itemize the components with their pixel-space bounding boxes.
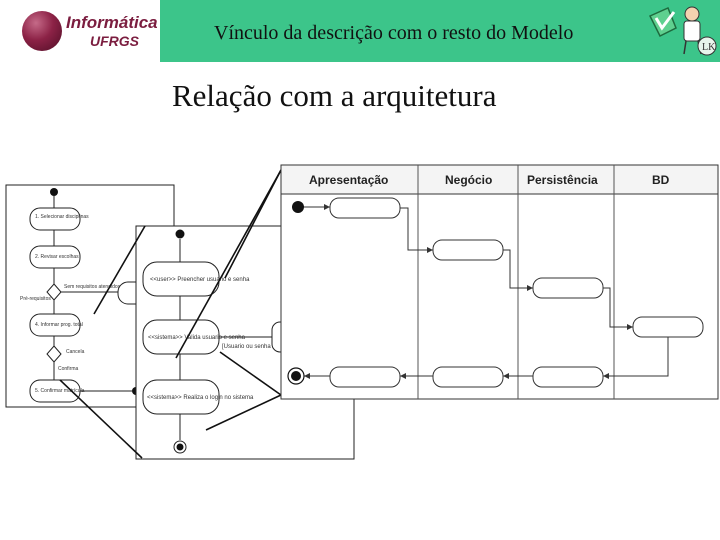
end-node — [176, 443, 184, 451]
a2-node-3: <<sistema>> Realiza o login no sistema — [147, 395, 254, 401]
activity-business-2 — [432, 366, 504, 388]
architecture-diagram: 1. Selecionar disciplinas 2. Revisar esc… — [5, 164, 719, 460]
start-node — [292, 201, 304, 213]
lane-persistencia: Persistência — [527, 173, 598, 187]
start-node — [50, 188, 58, 196]
a1-node-1: 1. Selecionar disciplinas — [35, 214, 89, 220]
a1-node-2: 2. Revisar escolhas — [35, 254, 79, 260]
a1-node-3: 4. Informar prog. total — [35, 322, 83, 328]
a1-label-1: Sem requisitos atendidos — [64, 284, 121, 290]
activity-presentation-2 — [329, 366, 401, 388]
activity-persistence-2 — [532, 366, 604, 388]
mascot-icon: LK — [648, 6, 717, 56]
swimlane-diagram: Apresentação Negócio Persistência BD — [280, 164, 719, 400]
logo-area: Informática UFRGS — [0, 0, 160, 62]
connector-lines — [59, 169, 282, 459]
header-title: Vínculo da descrição com o resto do Mode… — [214, 22, 574, 44]
a2-guard: [Usuario ou senha inválidos] — [222, 344, 298, 350]
svg-text:LK: LK — [702, 42, 716, 53]
header-band: Vínculo da descrição com o resto do Mode… — [160, 0, 720, 62]
activity-presentation-1 — [329, 197, 401, 219]
a1-node-4: 5. Confirmar matrícula — [35, 388, 85, 394]
logo-sphere-icon — [22, 11, 62, 51]
logo-subtext: UFRGS — [90, 33, 139, 49]
activity-db-1 — [632, 316, 704, 338]
a2-node-1: <<user>> Preencher usuario e senha — [150, 277, 250, 283]
slide-title: Relação com a arquitetura — [172, 78, 497, 113]
a2-node-2: <<sistema>> Valida usuario e senha — [148, 335, 246, 341]
a1-label-3: Cancela — [66, 349, 85, 355]
activity-business-1 — [432, 239, 504, 261]
a1-label-2: Pré-requisitos — [20, 296, 51, 302]
activity-persistence-1 — [532, 277, 604, 299]
lane-apresentacao: Apresentação — [309, 173, 388, 187]
a1-label-4: Confirma — [58, 366, 79, 372]
lane-negocio: Negócio — [445, 173, 492, 187]
logo-text: Informática — [66, 13, 158, 32]
activity-diagram-1: 1. Selecionar disciplinas 2. Revisar esc… — [5, 184, 175, 408]
start-node — [175, 229, 185, 239]
lane-bd: BD — [652, 173, 670, 187]
